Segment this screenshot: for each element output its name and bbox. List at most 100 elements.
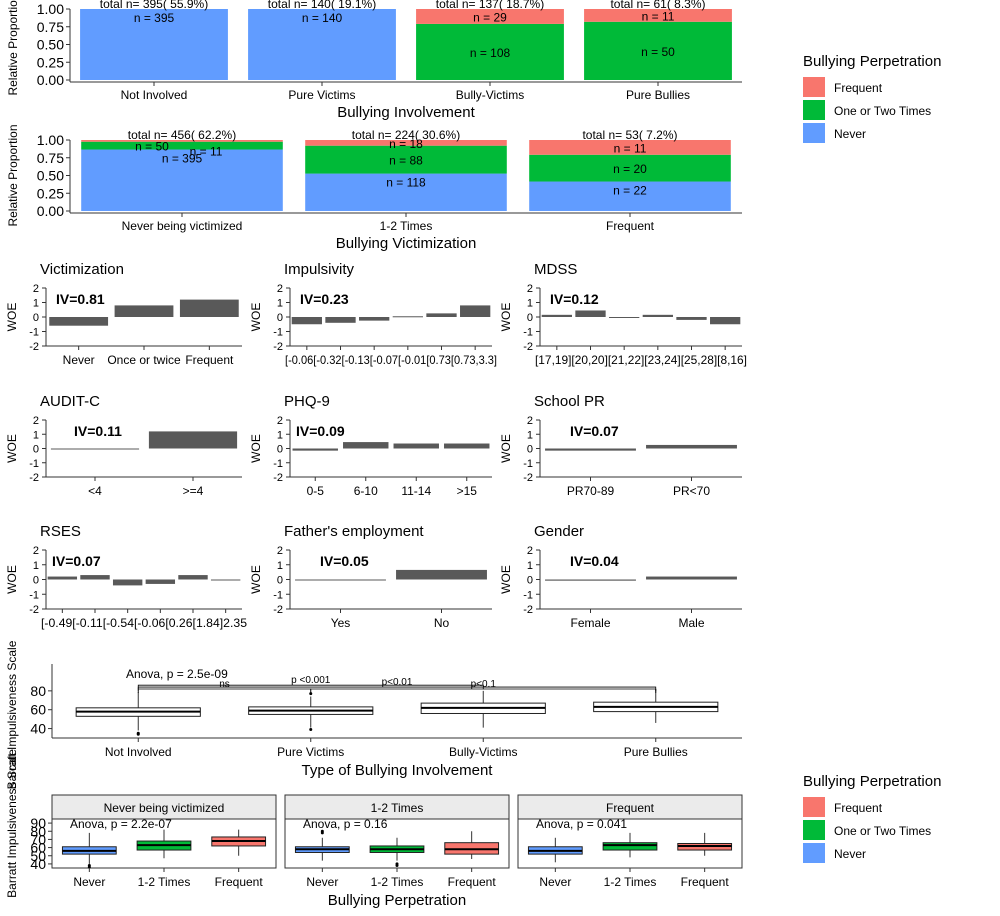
count-label: n = 11 [642,9,675,23]
woe-bar [460,305,491,317]
total-label: total n= 140( 19.1%) [268,0,376,11]
bar-one-or-two-times [305,145,507,174]
y-tick-label: -1 [29,458,39,470]
bar-one-or-two-times [584,21,732,81]
y-tick-label: 2 [527,545,533,557]
panel-title: Victimization [40,261,124,278]
legend-top-swatch-never [803,123,825,143]
iv-label: IV=0.12 [550,291,599,307]
y-tick-label: 0 [277,444,283,456]
x-tick-label: Bully-Victims [456,88,524,102]
y-tick-label: 0.00 [37,72,64,88]
x-tick-label: Never being victimized [122,219,243,233]
woe-bar [426,313,457,317]
y-tick-label: 1 [527,560,533,572]
x-tick-label: Never [73,875,105,889]
woe-bar [148,431,238,449]
iv-label: IV=0.23 [300,291,349,307]
x-tick-label: Frequent [448,875,497,889]
woe-bar [210,579,241,581]
facet-strip [517,794,743,820]
chart-woe-rses: RSESWOE-2-1012[-0.49[-0.11[-0.54[-0.06[0… [5,523,247,630]
iv-label: IV=0.05 [320,553,369,569]
count-label: n = 18 [389,137,423,151]
y-tick-label: 0.25 [37,185,64,201]
facet-strip-label: 1-2 Times [371,801,424,815]
facet-strip-label: Frequent [606,801,655,815]
y-tick-label: 80 [30,683,46,699]
woe-bar [646,444,737,449]
y-tick-label: -2 [273,604,283,616]
woe-bar [145,579,176,584]
y-tick-label: 50 [30,848,46,864]
total-label: total n= 395( 55.9%) [100,0,208,11]
woe-bar [609,317,640,318]
count-label: n = 29 [473,10,507,24]
legend-top-label-frequent: Frequent [834,81,883,95]
x-tick-label: Not Involved [121,88,188,102]
woe-bar [112,579,143,586]
legend-bottom: Bullying Perpetration Frequent One or Tw… [803,773,941,863]
facet-strip-label: Never being victimized [104,801,225,815]
legend-top-swatch-once [803,100,825,120]
y-tick-label: 1 [277,560,283,572]
y-tick-label: 0 [33,444,39,456]
count-label: n = 11 [190,145,223,159]
y-tick-label: 90 [30,815,46,831]
y-axis-label: WOE [249,303,263,332]
significance-label: ns [219,679,230,690]
y-tick-label: -1 [273,589,283,601]
x-tick-label: Not Involved [105,745,172,759]
chart-woe-impulsivity: ImpulsivityWOE-2-1012[-0.06[-0.32[-0.13[… [249,261,497,367]
y-tick-label: 0.75 [37,19,64,35]
iv-label: IV=0.04 [570,553,619,569]
x-tick-label: No [434,616,450,630]
woe-bar [292,448,338,451]
y-axis-label: WOE [5,303,19,332]
bar-frequent [584,9,732,22]
count-label: n = 118 [386,176,426,190]
y-tick-label: 2 [277,545,283,557]
x-tick-label: Female [570,616,610,630]
count-label: n = 50 [641,45,675,59]
legend-top-label-never: Never [834,127,866,141]
y-tick-label: 1 [33,429,39,441]
x-tick-label: >=4 [183,484,204,498]
y-tick-label: -1 [273,458,283,470]
outlier-point [395,864,399,868]
y-axis-label: WOE [499,303,513,332]
y-tick-label: 0.50 [37,37,64,53]
woe-bar [444,443,490,449]
y-tick-label: -1 [273,327,283,339]
y-tick-label: 1 [33,298,39,310]
legend-top-title: Bullying Perpetration [803,53,941,70]
panel-title: Father's employment [284,523,424,540]
y-tick-label: 60 [30,840,46,856]
total-label: total n= 456( 62.2%) [128,128,236,142]
y-tick-label: -2 [523,341,533,353]
count-label: n = 88 [389,154,423,168]
x-tick-labels-overlapping: [-0.49[-0.11[-0.54[-0.06[0.26[1.84]2.35 [41,616,247,630]
x-axis-label: Bullying Victimization [336,235,477,252]
significance-label: p <0.001 [291,675,331,686]
y-tick-label: 0.75 [37,150,64,166]
y-tick-label: -2 [29,604,39,616]
bar-frequent [81,140,283,142]
x-tick-label: 1-2 Times [138,875,191,889]
y-tick-label: 1 [527,429,533,441]
legend-top: Bullying Perpetration Frequent One or Tw… [803,53,941,143]
legends-layer: Bullying Perpetration Frequent One or Tw… [803,53,941,863]
y-tick-label: 0 [527,575,533,587]
y-tick-label: 2 [527,283,533,295]
woe-bar [545,448,636,451]
y-tick-label: 70 [30,831,46,847]
x-tick-label: Pure Victims [277,745,344,759]
legend-bottom-swatch-once [803,820,825,840]
